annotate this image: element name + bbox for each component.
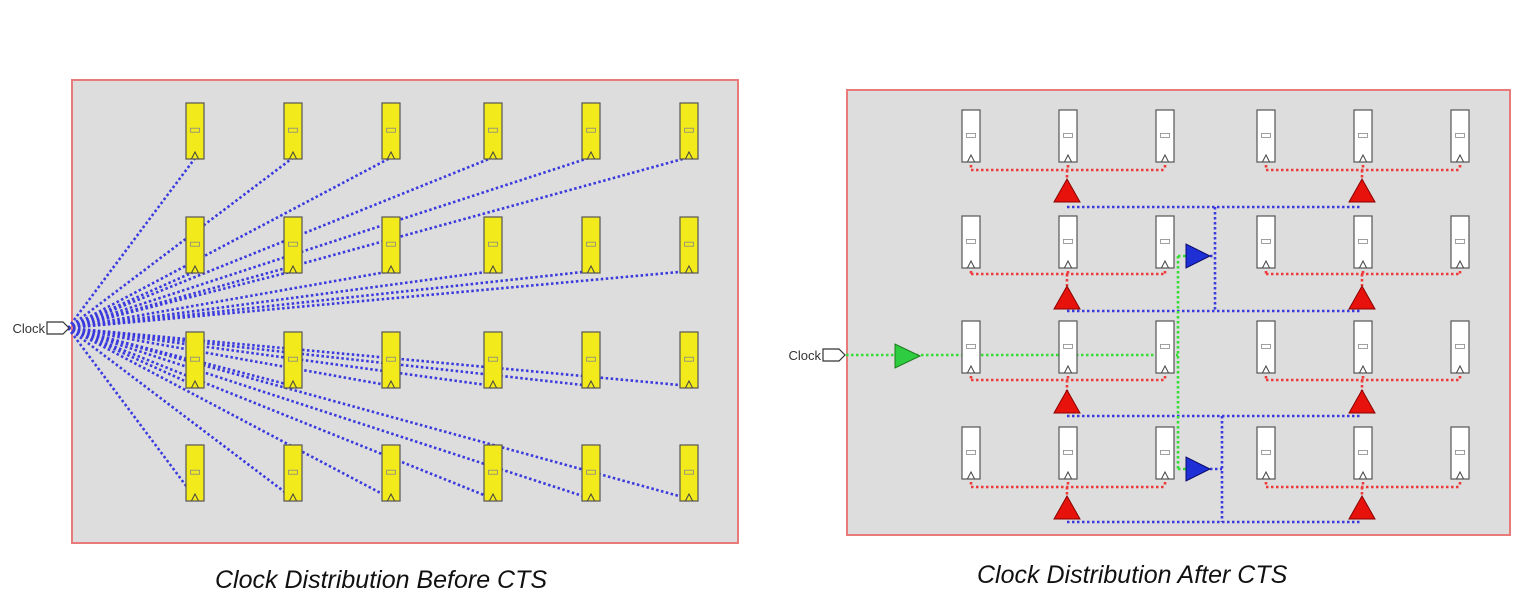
clock-net-wire [67,326,197,388]
flip-flop [1256,109,1276,163]
flip-flop [679,216,699,274]
flip-flop [961,109,981,163]
flip-flop [1058,109,1078,163]
flip-flop [581,331,601,389]
before-cts-caption: Clock Distribution Before CTS [215,566,548,594]
flip-flop [1256,320,1276,374]
flip-flop [283,444,303,502]
flip-flop [185,331,205,389]
leaf-buffer-icon [1053,177,1081,203]
clock-net-wire [67,269,295,330]
flip-flop [283,331,303,389]
flip-flop [1450,320,1470,374]
leaf-buffer-icon [1348,494,1376,520]
after-cts-caption: Clock Distribution After CTS [977,561,1288,589]
clock-net-wire [67,269,197,330]
root-buffer-icon [894,343,922,369]
mid-buffer-icon [1185,456,1212,482]
clock-net-wire [66,327,197,500]
clock-label: Clock [12,321,45,336]
flip-flop [185,444,205,502]
flip-flop [1155,109,1175,163]
clock-input-port: Clock [788,348,846,363]
clock-input-port: Clock [12,321,70,336]
flip-flop [1058,426,1078,480]
flip-flop [1256,215,1276,269]
clock-port-icon [822,348,846,362]
clock-net-wire [67,155,495,330]
clock-port-icon [46,321,70,335]
flip-flop [1353,426,1373,480]
flip-flop [679,331,699,389]
flip-flop [961,215,981,269]
leaf-buffer-icon [1053,388,1081,414]
clock-net-wire [67,155,593,330]
flip-flop [581,216,601,274]
flip-flop [283,216,303,274]
flip-flop [1353,215,1373,269]
flip-flop [1450,215,1470,269]
clock-net-wire [67,155,691,330]
leaf-buffer-icon [1348,284,1376,310]
before-panel-frame [71,79,739,544]
flip-flop [1155,215,1175,269]
flip-flop [483,216,503,274]
clock-net-wire [67,326,495,501]
clock-net-wire [66,156,197,329]
flip-flop [679,102,699,160]
before-cts-panel: Clock [12,79,739,544]
flip-flop [1353,320,1373,374]
flip-flop [1353,109,1373,163]
flip-flop [679,444,699,502]
flip-flop [283,102,303,160]
flip-flop [483,102,503,160]
flip-flop [381,331,401,389]
clock-net-wire [67,269,495,330]
flip-flop [1256,426,1276,480]
clock-net-wire [67,326,295,501]
flip-flop [483,331,503,389]
flip-flop [1450,426,1470,480]
clock-net-wire [67,155,295,330]
flip-flop [1058,320,1078,374]
flip-flop [381,444,401,502]
flip-flop [381,102,401,160]
leaf-buffer-icon [1053,284,1081,310]
mid-buffer-icon [1185,243,1212,269]
flip-flop [1155,320,1175,374]
flip-flop [1450,109,1470,163]
clock-net-wire [67,326,393,501]
flip-flop [961,426,981,480]
flip-flop [381,216,401,274]
flip-flop [581,444,601,502]
clock-net-wire [67,326,593,501]
leaf-buffer-icon [1053,494,1081,520]
flip-flop [185,216,205,274]
leaf-buffer-icon [1348,388,1376,414]
flip-flop [483,444,503,502]
clock-net-wire [67,269,691,330]
flip-flop [961,320,981,374]
flip-flop [581,102,601,160]
clock-net-wire [67,326,495,388]
clock-net-wire [67,155,393,330]
flip-flop [185,102,205,160]
clock-net-wire [67,326,295,388]
flip-flop [1058,215,1078,269]
flip-flop [1155,426,1175,480]
clock-label: Clock [788,348,821,363]
leaf-buffer-icon [1348,177,1376,203]
after-cts-panel: Clock [788,89,1511,536]
